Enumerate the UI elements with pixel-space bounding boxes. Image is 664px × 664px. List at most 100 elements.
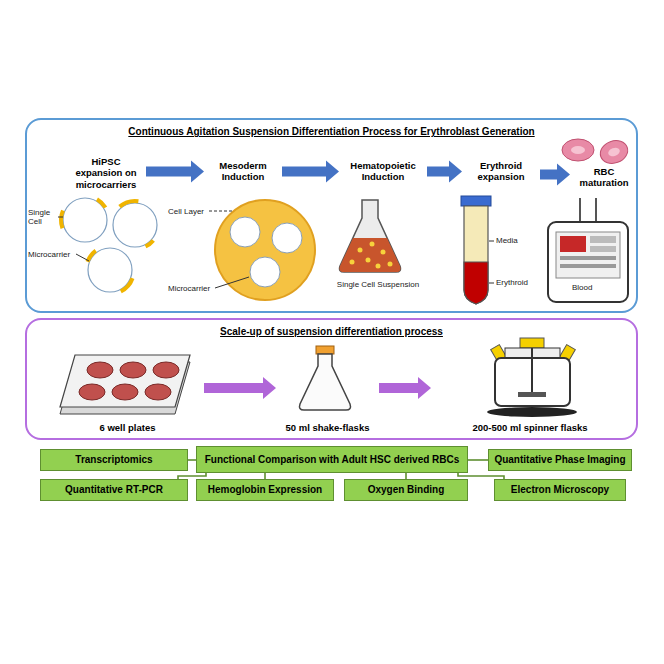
erlenmeyer-flask-part [381, 250, 386, 255]
six-well-plate-part [60, 355, 190, 407]
centrifuge-tube-part [489, 283, 494, 284]
mesoderm-aggregate-part [250, 257, 280, 287]
label-text: Functional Comparison with Adult HSC der… [205, 454, 460, 466]
centrifuge-tube-part [464, 206, 488, 304]
label-text: 6 well plates [100, 422, 156, 434]
part-label: Single Cell [28, 208, 58, 226]
label-text: Electron Microscopy [511, 484, 609, 496]
part-label: Blood [572, 283, 592, 292]
process-arrow [282, 160, 339, 182]
connector-line [468, 459, 488, 461]
part-label: Microcarrier [168, 284, 210, 293]
process-arrow [204, 377, 276, 399]
blood-bag-part [556, 232, 620, 278]
process-arrow [540, 163, 570, 185]
microcarriers-part [52, 187, 118, 253]
label-text: Continuous Agitation Suspension Differen… [27, 126, 636, 138]
centrifuge-tube-part [464, 262, 488, 304]
part-label: Erythroid [496, 278, 528, 287]
stage-heading: HiPSC expansion on microcarriers [70, 156, 142, 190]
stage-heading: Mesoderm Induction [208, 160, 278, 183]
six-well-plate-part [120, 362, 146, 378]
analysis-box: Functional Comparison with Adult HSC der… [196, 446, 468, 473]
part-label: Single Cell Suspension [326, 280, 430, 289]
microcarriers-part [54, 189, 116, 251]
analysis-box: Oxygen Binding [344, 479, 468, 501]
centrifuge-tube-part [461, 196, 491, 206]
scale-up-step: 200-500 ml spinner flasks [435, 342, 625, 434]
label-text: Scale-up of suspension differentiation p… [27, 326, 636, 338]
microcarriers-part [63, 198, 107, 242]
connector-line [188, 459, 196, 461]
microcarriers-part [79, 239, 141, 301]
label-text: Quantitative Phase Imaging [494, 454, 625, 466]
blood-bag-part [590, 246, 616, 252]
scale-up-step: 6 well plates [55, 342, 200, 434]
mesoderm-aggregate [209, 200, 315, 300]
analysis-box: Quantitative RT-PCR [40, 479, 188, 501]
six-well-plate-part [112, 384, 138, 400]
label-text: Erythroid expansion [466, 160, 536, 183]
microcarriers-part [101, 191, 169, 259]
label-text: 200-500 ml spinner flasks [472, 422, 587, 434]
label-text: Hematopoietic Induction [343, 160, 423, 183]
centrifuge-tube-part [489, 241, 494, 242]
red-blood-cells-part [607, 146, 621, 158]
red-blood-cells-part [597, 137, 631, 167]
spinner-flask-part [520, 338, 544, 348]
blood-bag-part [579, 198, 581, 222]
mesoderm-aggregate-part [215, 277, 249, 288]
process-arrow [379, 377, 431, 399]
six-well-plate-part [87, 362, 113, 378]
connector-line [468, 460, 488, 461]
label-text: Quantitative RT-PCR [65, 484, 163, 496]
microcarriers-part [79, 239, 141, 301]
erlenmeyer-flask-part [340, 238, 401, 272]
microcarriers-part [113, 203, 157, 247]
part-label: Cell Layer [168, 207, 204, 216]
erlenmeyer-flask-part [376, 264, 381, 269]
stage-heading: RBC maturation [574, 166, 634, 189]
shake-flask [300, 346, 351, 410]
shake-flask-part [300, 354, 351, 410]
part-label: Media [496, 236, 518, 245]
analysis-box: Hemoglobin Expression [196, 479, 334, 501]
microcarriers-part [58, 217, 63, 218]
scale-up-step: 50 ml shake-flasks [280, 342, 375, 434]
blood-bag-part [590, 236, 616, 243]
red-blood-cells-part [571, 146, 585, 154]
shake-flask-part [316, 346, 334, 354]
blood-bag-part [560, 264, 616, 268]
microcarriers-part [76, 254, 89, 261]
microcarriers-part [88, 248, 132, 292]
erlenmeyer-flask-part [358, 248, 363, 253]
part-label: Microcarrier [28, 250, 70, 259]
label-text: Transcriptomics [75, 454, 152, 466]
red-blood-cells [562, 137, 631, 167]
six-well-plate-part [145, 384, 171, 400]
erlenmeyer-flask-part [370, 242, 375, 247]
blood-bag-part [560, 236, 586, 252]
process-arrow [427, 160, 462, 182]
spinner-flask-part [487, 407, 577, 417]
analysis-box: Quantitative Phase Imaging [488, 449, 632, 471]
six-well-plate [60, 355, 190, 414]
label-text: 50 ml shake-flasks [286, 422, 370, 434]
spinner-flask-part [518, 392, 546, 397]
mesoderm-aggregate-part [215, 200, 315, 300]
spinner-flask [487, 338, 577, 417]
connector-line [188, 460, 196, 461]
erlenmeyer-flask-part [366, 258, 371, 263]
erlenmeyer-flask [340, 200, 401, 272]
stage-heading: Hematopoietic Induction [343, 160, 423, 183]
erlenmeyer-flask-part [388, 262, 393, 267]
erlenmeyer-flask-part [340, 200, 401, 272]
mesoderm-aggregate-part [230, 217, 260, 247]
erlenmeyer-flask-part [350, 260, 355, 265]
process-panel: Continuous Agitation Suspension Differen… [25, 118, 638, 313]
mesoderm-aggregate-part [209, 211, 232, 212]
microcarriers-part [101, 191, 169, 259]
label-text: RBC maturation [574, 166, 634, 189]
stage-heading: Erythroid expansion [466, 160, 536, 183]
six-well-plate-part [79, 384, 105, 400]
